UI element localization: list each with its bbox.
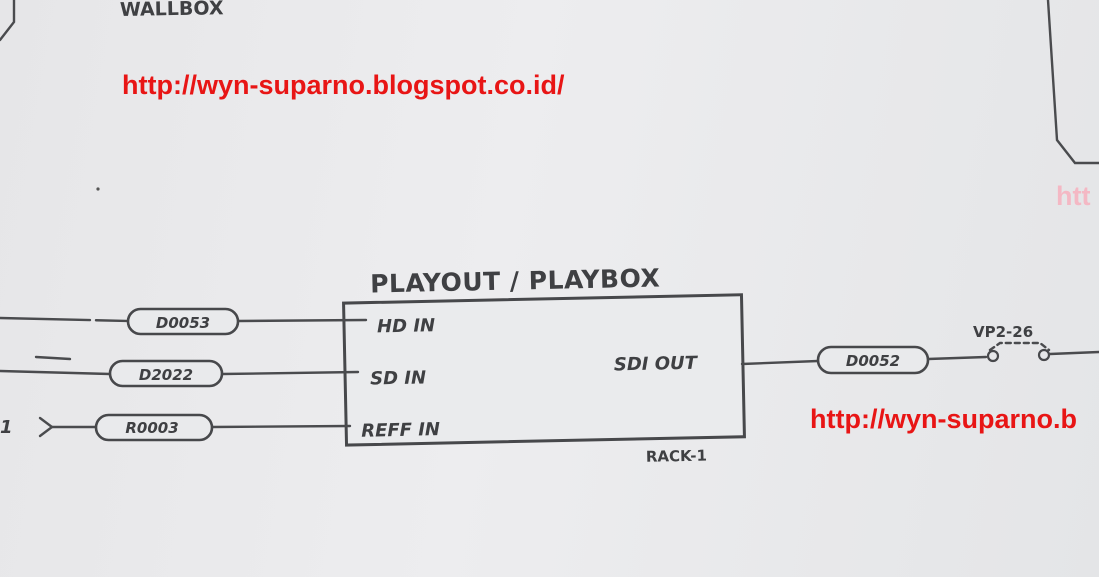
cable-tag-sd xyxy=(108,359,224,388)
sd-input-wire-right xyxy=(220,370,360,376)
rack-label: RACK-1 xyxy=(646,447,708,466)
cable-tag-hd xyxy=(126,307,240,336)
ref-connector-chevron xyxy=(38,416,54,438)
sd-input-wire-left xyxy=(0,369,112,376)
playout-block: PLAYOUT / PLAYBOX HD IN SD IN REFF IN SD… xyxy=(342,263,746,466)
playout-box xyxy=(342,293,746,447)
cable-label-sd: D2022 xyxy=(139,366,193,384)
ref-input-wire-right xyxy=(210,424,352,429)
port-sdi-out: SDI OUT xyxy=(614,353,699,376)
patch-point-label: VP2-26 xyxy=(973,323,1033,341)
ref-source-label: 1 xyxy=(0,417,13,438)
port-reff-in: REFF IN xyxy=(361,419,440,442)
right-frame-outline xyxy=(1046,0,1099,165)
cable-label-hd: D0053 xyxy=(156,314,210,332)
hd-input-wire-right xyxy=(236,318,368,323)
patch-wire-right xyxy=(1048,350,1099,356)
cable-label-out: D0052 xyxy=(846,352,900,370)
sdi-output-wire xyxy=(740,359,820,366)
port-hd-in: HD IN xyxy=(377,315,435,337)
wallbox-label: WALLBOX xyxy=(120,0,224,21)
wallbox-outline xyxy=(0,0,16,42)
watermark-url-right: http://wyn-suparno.b xyxy=(810,404,1077,434)
sd-scribble-mark xyxy=(34,355,72,361)
patch-normal-link xyxy=(988,341,1051,352)
hd-input-wire-left xyxy=(0,316,130,323)
cable-label-ref: R0003 xyxy=(125,419,178,437)
paper-speck xyxy=(96,187,100,191)
cable-tag-ref xyxy=(94,413,214,442)
watermark-url-faded: htt xyxy=(1056,181,1091,211)
patch-wire-left xyxy=(926,355,988,361)
port-sd-in: SD IN xyxy=(370,367,426,389)
watermark-url: http://wyn-suparno.blogspot.co.id/ xyxy=(122,70,565,100)
block-title: PLAYOUT / PLAYBOX xyxy=(370,263,661,298)
patch-jack-left xyxy=(986,349,1000,363)
patch-jack-right xyxy=(1037,348,1051,362)
